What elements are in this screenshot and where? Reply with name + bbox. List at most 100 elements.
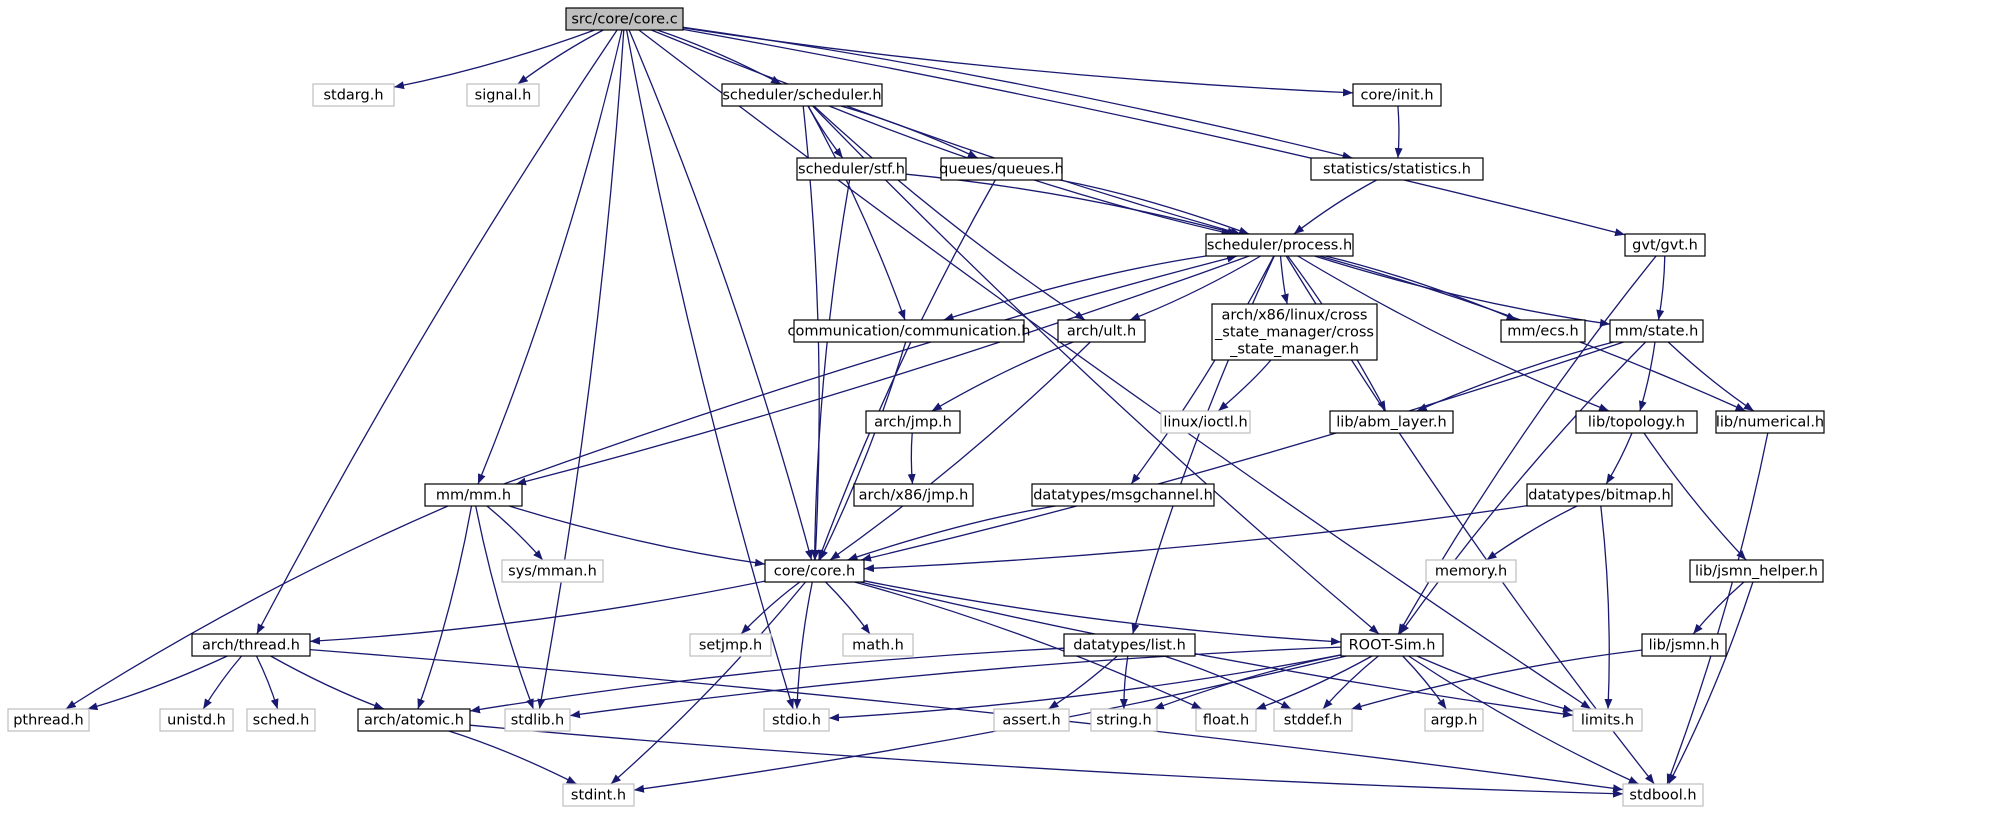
edge-gvt-to-state	[1656, 255, 1666, 321]
node-label: stddef.h	[1284, 713, 1342, 729]
node-box	[1500, 319, 1586, 343]
node-box	[7, 708, 90, 732]
edge-bitmap-to-memory	[1486, 505, 1578, 561]
node-box	[1352, 83, 1442, 107]
node-msgchannel[interactable]: datatypes/msgchannel.h	[1031, 483, 1215, 507]
node-topology[interactable]: lib/topology.h	[1575, 410, 1698, 434]
node-box	[763, 708, 830, 732]
node-box	[1641, 633, 1727, 657]
node-box	[1424, 708, 1484, 732]
node-list[interactable]: datatypes/list.h	[1063, 633, 1196, 657]
edge-process-to-mm	[515, 255, 1250, 486]
node-ecs[interactable]: mm/ecs.h	[1500, 319, 1586, 343]
node-box	[1273, 708, 1353, 732]
node-argp: argp.h	[1424, 708, 1484, 732]
edge-state-to-numerical	[1667, 341, 1755, 412]
node-abm[interactable]: lib/abm_layer.h	[1329, 410, 1454, 434]
node-label: sys/mman.h	[508, 564, 597, 580]
edge-csm-to-ioctl	[1217, 359, 1272, 412]
edge-process-to-state	[1314, 255, 1611, 327]
node-label: scheduler/process.h	[1207, 238, 1352, 254]
edge-jsmn-to-stddef	[1351, 649, 1643, 711]
node-label: unistd.h	[167, 713, 226, 729]
node-x86jmp[interactable]: arch/x86/jmp.h	[853, 483, 974, 507]
node-label: datatypes/list.h	[1073, 638, 1186, 654]
node-rootsim[interactable]: ROOT-Sim.h	[1340, 633, 1444, 657]
node-coreinit[interactable]: core/init.h	[1352, 83, 1442, 107]
node-atomic[interactable]: arch/atomic.h	[357, 708, 471, 732]
edge-root-to-stdlib	[537, 29, 625, 710]
node-csm[interactable]: arch/x86/linux/cross_state_manager/cross…	[1211, 303, 1378, 361]
node-box	[1340, 633, 1444, 657]
edge-rootsim-to-stdbool	[1408, 655, 1639, 785]
node-box	[993, 708, 1070, 732]
edge-bitmap-to-limits	[1600, 505, 1613, 710]
node-box	[1063, 633, 1196, 657]
node-box	[1715, 410, 1825, 434]
node-state[interactable]: mm/state.h	[1609, 319, 1704, 343]
node-scheduler[interactable]: scheduler/scheduler.h	[721, 83, 883, 107]
node-jsmnhelper[interactable]: lib/jsmn_helper.h	[1689, 559, 1824, 583]
node-float: float.h	[1195, 708, 1257, 732]
edge-queues-to-process	[1059, 179, 1250, 235]
node-label: pthread.h	[13, 713, 84, 729]
node-gvt[interactable]: gvt/gvt.h	[1624, 233, 1706, 257]
edge-list-to-assert	[1048, 655, 1118, 710]
node-process[interactable]: scheduler/process.h	[1205, 233, 1354, 257]
node-jmp[interactable]: arch/jmp.h	[865, 410, 961, 434]
edge-state-to-topology	[1638, 341, 1656, 412]
node-mm[interactable]: mm/mm.h	[424, 483, 523, 507]
node-label: datatypes/bitmap.h	[1528, 488, 1670, 504]
node-label: lib/abm_layer.h	[1336, 415, 1446, 431]
edges-layer	[65, 26, 1769, 798]
node-stdbool: stdbool.h	[1622, 783, 1704, 807]
node-box	[842, 633, 914, 657]
node-box	[721, 83, 883, 107]
node-label: scheduler/stf.h	[798, 162, 905, 178]
edge-root-to-stdarg	[393, 29, 595, 90]
node-label: limits.h	[1581, 713, 1634, 729]
node-communication[interactable]: communication/communication.h	[788, 319, 1031, 343]
node-box	[689, 633, 772, 657]
node-label: ROOT-Sim.h	[1349, 638, 1436, 654]
node-box	[1572, 708, 1643, 732]
edge-root-to-gvt	[682, 28, 1626, 237]
node-statistics[interactable]: statistics/statistics.h	[1310, 157, 1484, 181]
edge-core-to-limits	[860, 581, 1574, 718]
edge-bitmap-to-core	[863, 505, 1528, 573]
node-box	[1160, 410, 1251, 434]
node-queues[interactable]: queues/queues.h	[939, 157, 1064, 181]
node-label: float.h	[1203, 713, 1249, 729]
edge-thread-to-stdbool	[309, 648, 1624, 793]
edge-jmp-to-x86jmp	[907, 432, 916, 485]
node-jsmn[interactable]: lib/jsmn.h	[1641, 633, 1727, 657]
node-assert: assert.h	[993, 708, 1070, 732]
node-math: math.h	[842, 633, 914, 657]
edge-rootsim-to-argp	[1402, 655, 1447, 710]
node-stdint: stdint.h	[562, 783, 635, 807]
node-ult[interactable]: arch/ult.h	[1057, 319, 1146, 343]
node-stdio: stdio.h	[763, 708, 830, 732]
node-bitmap[interactable]: datatypes/bitmap.h	[1526, 483, 1673, 507]
node-label: stdbool.h	[1629, 788, 1696, 804]
node-label: datatypes/msgchannel.h	[1033, 488, 1213, 504]
node-box	[1057, 319, 1146, 343]
node-label: src/core/core.c	[571, 12, 677, 28]
edge-mm-to-process	[503, 254, 1238, 485]
node-thread[interactable]: arch/thread.h	[191, 633, 311, 657]
node-ioctl: linux/ioctl.h	[1160, 410, 1251, 434]
edge-state-to-core	[860, 341, 1624, 562]
node-box	[466, 83, 540, 107]
edge-list-to-atomic	[469, 647, 1065, 714]
edge-scheduler-to-rootsim	[812, 105, 1380, 635]
node-core[interactable]: core/core.h	[764, 559, 865, 583]
node-stf[interactable]: scheduler/stf.h	[796, 157, 907, 181]
node-box	[796, 157, 907, 181]
node-box	[191, 633, 311, 657]
edge-core-to-setjmp	[740, 581, 801, 635]
node-box	[159, 708, 234, 732]
node-numerical[interactable]: lib/numerical.h	[1715, 410, 1825, 434]
edge-core-to-stdint	[610, 581, 807, 785]
node-root[interactable]: src/core/core.c	[565, 7, 684, 31]
